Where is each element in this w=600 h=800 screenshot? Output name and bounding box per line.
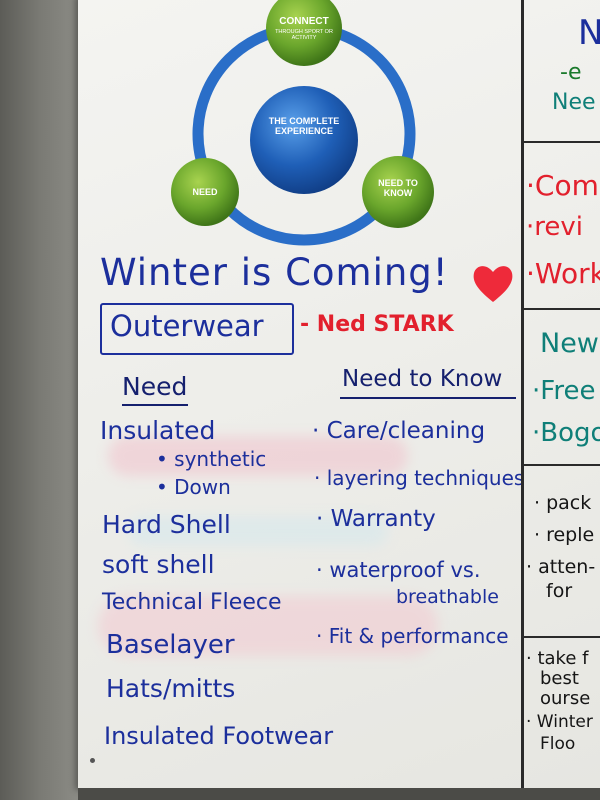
need-label: NEED (192, 187, 218, 197)
need-to-know-node (362, 156, 434, 228)
panel-text: ·Com (526, 169, 599, 202)
experience-diagram (171, 0, 434, 246)
outerwear-box (100, 303, 294, 355)
need-to-know-item: · Care/cleaning (312, 418, 486, 444)
board-tray (78, 788, 600, 800)
need-to-know-item: · Fit & performance (316, 624, 509, 648)
need-heading: Need (122, 372, 188, 401)
connect-node (266, 0, 342, 66)
panel-divider (521, 141, 600, 143)
panel-text: ·Free (532, 376, 596, 406)
need-item: Technical Fleece (102, 590, 282, 615)
connect-label: CONNECT THROUGH SPORT OR ACTIVITY (254, 16, 354, 41)
need-to-know-underline (340, 397, 516, 399)
erased-smudge (128, 516, 388, 546)
outerwear-title: Outerwear (110, 309, 264, 343)
center-label: THE COMPLETE EXPERIENCE (268, 116, 340, 137)
need-underline (122, 404, 188, 406)
quote-attribution: - Ned STARK (300, 312, 454, 337)
need-to-know-item: · waterproof vs. (316, 558, 481, 582)
need-to-know-item: · layering techniques (314, 466, 525, 490)
need-item: Insulated Footwear (104, 722, 334, 750)
panel-text: ·Work (526, 257, 600, 290)
need-to-know-heading: Need to Know (342, 366, 503, 392)
headline: Winter is Coming! (100, 251, 449, 294)
panel-text: · atten- (526, 556, 596, 578)
need-item: soft shell (102, 550, 215, 579)
panel-divider (521, 464, 600, 466)
mounting-screw (90, 758, 95, 763)
panel-text: · Winter (526, 712, 593, 732)
erased-smudge (98, 596, 438, 656)
erased-smudge (108, 436, 408, 476)
panel-text: -e (560, 60, 582, 85)
need-to-know-item: breathable (396, 586, 499, 608)
need-item: • synthetic (156, 447, 267, 471)
need-item: Hats/mitts (106, 674, 236, 703)
panel-divider (521, 308, 600, 310)
panel-text: · reple (534, 524, 595, 546)
center-node (250, 86, 358, 194)
panel-text: New (540, 328, 599, 359)
need-item: Hard Shell (102, 510, 231, 539)
panel-divider (521, 636, 600, 638)
panel-text: best (540, 668, 579, 689)
connect-subtitle: THROUGH SPORT OR ACTIVITY (275, 28, 333, 41)
need-item: Insulated (100, 416, 216, 445)
panel-text: ourse (540, 688, 591, 709)
whiteboard: CONNECT THROUGH SPORT OR ACTIVITY THE CO… (78, 0, 600, 790)
panel-text: · take f (526, 648, 589, 669)
panel-text: Floo (540, 734, 576, 754)
panel-text: N (578, 13, 600, 53)
need-item: Baselayer (106, 630, 235, 660)
panel-text: for (546, 580, 573, 602)
panel-divider (521, 0, 524, 790)
need-to-know-item: · Warranty (316, 506, 436, 532)
need-item: • Down (156, 475, 231, 499)
need-node (171, 158, 239, 226)
need-to-know-label: NEED TO KNOW (378, 178, 418, 199)
panel-text: ·revi (526, 212, 583, 242)
connect-title: CONNECT (279, 16, 329, 27)
heart-icon (473, 266, 513, 302)
panel-text: ·Bogo (532, 418, 600, 448)
panel-text: · pack (534, 492, 592, 514)
panel-text: Nee (552, 90, 596, 115)
